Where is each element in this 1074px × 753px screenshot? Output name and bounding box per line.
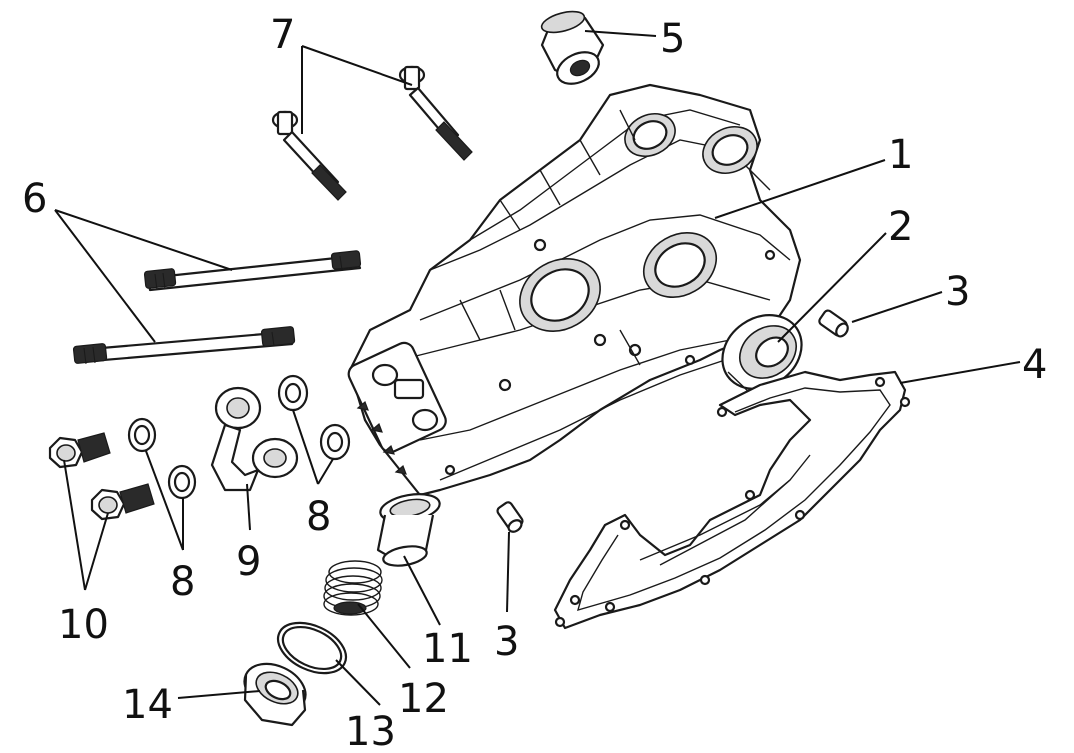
part-3-dowel-pin-a [818, 309, 849, 338]
callout-11: 11 [422, 626, 473, 672]
leader-10a [63, 459, 86, 591]
callout-2: 2 [888, 204, 913, 250]
callout-10: 10 [58, 602, 109, 648]
callout-6: 6 [22, 176, 47, 222]
callout-8-left: 8 [170, 559, 195, 605]
part-7-bolt-left [271, 110, 347, 201]
leader-7b [301, 45, 413, 86]
part-12-spring [323, 560, 383, 616]
leader-14 [177, 690, 261, 699]
leader-8d [317, 458, 334, 485]
leader-3-lower [506, 531, 510, 613]
part-5-bushing [540, 10, 605, 85]
leader-5 [584, 30, 657, 37]
leader-lines [54, 30, 1021, 706]
leader-9 [246, 483, 251, 531]
leader-11 [403, 555, 441, 626]
part-11-sleeve [376, 493, 441, 567]
callout-9: 9 [236, 539, 261, 585]
callout-13: 13 [345, 709, 396, 753]
part-6-stud-lower [72, 326, 296, 365]
callout-1: 1 [888, 132, 913, 178]
callout-3-upper: 3 [945, 269, 970, 315]
callout-14: 14 [122, 682, 173, 728]
leader-8c [292, 409, 319, 485]
part-14-plug [243, 662, 307, 727]
leader-3-upper [851, 291, 943, 323]
part-9-banjo-fitting [210, 386, 299, 492]
part-8-washer-2 [167, 464, 197, 500]
leader-10b [84, 512, 109, 591]
part-7-bolt-right [398, 65, 473, 161]
part-8-washer-4 [319, 423, 351, 461]
part-6-stud-upper [143, 250, 362, 292]
callout-labels: 1 2 3 4 5 6 7 8 8 9 10 11 3 12 13 14 [22, 12, 1047, 753]
leader-13 [335, 659, 381, 706]
part-10-bolt-upper [48, 432, 111, 469]
part-3-dowel-pin-b [496, 501, 524, 533]
part-8-washer-1 [127, 417, 157, 453]
leader-6b [54, 209, 156, 343]
callout-12: 12 [398, 676, 449, 722]
leader-12 [357, 603, 411, 669]
leader-4 [899, 361, 1021, 384]
part-13-o-ring [276, 621, 348, 675]
leader-6a [54, 209, 233, 271]
part-4-gasket [553, 370, 911, 630]
part-1-housing [347, 83, 802, 497]
leader-1 [714, 159, 886, 219]
part-10-bolt-lower [90, 483, 155, 521]
callout-3-lower: 3 [494, 619, 519, 665]
part-8-washer-3 [277, 374, 309, 412]
callout-4: 4 [1022, 342, 1047, 388]
leader-2 [777, 232, 887, 343]
callout-7: 7 [270, 12, 295, 58]
callout-8-right: 8 [306, 494, 331, 540]
leader-8a [145, 450, 184, 551]
callout-5: 5 [660, 16, 685, 62]
